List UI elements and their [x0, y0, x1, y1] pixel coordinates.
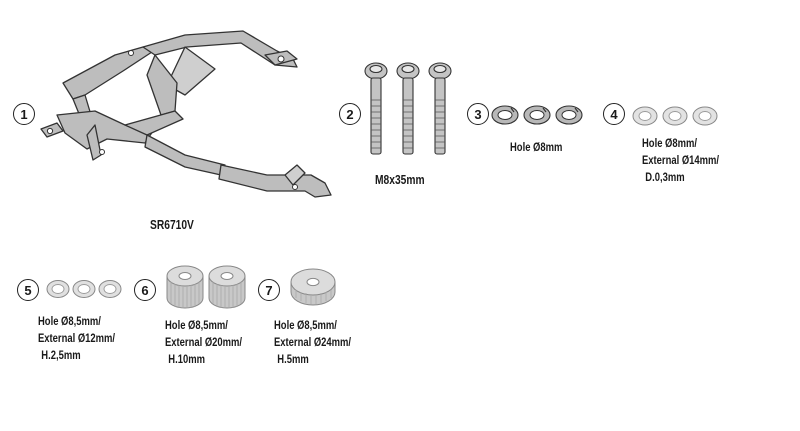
part-6-spec-line-1: Hole Ø8,5mm/ [165, 320, 228, 332]
bolts-drawing [364, 62, 452, 155]
thin-washers-drawing [632, 106, 718, 126]
part-1-number-badge: 1 [13, 103, 35, 125]
part-5-spec: Hole Ø8,5mm/ External Ø12mm/ H.2,5mm [38, 314, 115, 365]
part-5-spec-line-3: H.2,5mm [41, 350, 81, 362]
part-6-spec: Hole Ø8,5mm/ External Ø20mm/ H.10mm [165, 318, 242, 369]
rack-bracket-drawing [40, 30, 332, 198]
part-4-spec-line-2: External Ø14mm/ [642, 155, 720, 167]
lock-washers-drawing [491, 105, 583, 125]
part-3-name: Hole Ø8mm [510, 142, 563, 154]
part-2-number: 2 [346, 106, 354, 122]
part-1-number: 1 [20, 106, 28, 122]
part-7-number-badge: 7 [258, 279, 280, 301]
part-7-spec: Hole Ø8,5mm/ External Ø24mm/ H.5mm [274, 318, 351, 369]
part-7-spec-line-3: H.5mm [277, 354, 309, 366]
part-4-spec-line-1: Hole Ø8mm/ [642, 138, 698, 150]
part-1-name: SR6710V [150, 218, 194, 232]
small-washers-drawing [46, 280, 122, 298]
part-5-spec-line-1: Hole Ø8,5mm/ [38, 316, 101, 328]
part-7-spec-line-1: Hole Ø8,5mm/ [274, 320, 337, 332]
part-4-number-badge: 4 [603, 103, 625, 125]
part-3-number: 3 [474, 106, 482, 122]
part-5-spec-line-2: External Ø12mm/ [38, 333, 116, 345]
part-6-number: 6 [141, 282, 149, 298]
part-2-number-badge: 2 [339, 103, 361, 125]
part-2-name: M8x35mm [375, 173, 425, 187]
part-7-spec-line-2: External Ø24mm/ [274, 337, 352, 349]
part-5-number: 5 [24, 282, 32, 298]
part-4-spec: Hole Ø8mm/ External Ø14mm/ D.0,3mm [642, 136, 719, 187]
part-6-spec-line-2: External Ø20mm/ [165, 337, 243, 349]
part-7-number: 7 [265, 282, 273, 298]
part-6-spec-line-3: H.10mm [168, 354, 205, 366]
part-4-spec-line-3: D.0,3mm [645, 172, 685, 184]
part-6-number-badge: 6 [134, 279, 156, 301]
part-5-number-badge: 5 [17, 279, 39, 301]
part-3-number-badge: 3 [467, 103, 489, 125]
part-4-number: 4 [610, 106, 618, 122]
spacers-drawing [166, 265, 246, 309]
large-washer-drawing [290, 268, 336, 306]
